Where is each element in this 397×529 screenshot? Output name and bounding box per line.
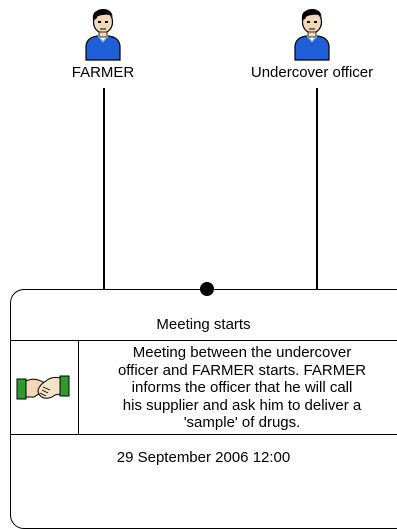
handshake-icon — [16, 375, 70, 400]
divider — [78, 340, 79, 434]
description-line: Meeting between the undercover — [132, 344, 352, 361]
divider — [10, 340, 397, 341]
event-description: Meeting between the undercover officer a… — [80, 344, 397, 432]
divider — [10, 434, 397, 435]
event-connector-dot — [200, 282, 214, 296]
event-title: Meeting starts — [156, 316, 251, 333]
lifeline-undercover-officer — [316, 88, 318, 290]
description-line: 'sample' of drugs. — [183, 414, 301, 431]
actor-undercover-officer[interactable]: Undercover officer — [228, 6, 396, 82]
description-line: his supplier and ask him to deliver a — [122, 396, 362, 414]
actor-name: Undercover officer — [250, 64, 374, 81]
description-line: informs the officer that he will call — [131, 379, 353, 396]
description-line: officer and FARMER starts. FARMER — [117, 361, 367, 379]
person-icon — [85, 9, 121, 61]
event-datetime: 29 September 2006 12:00 — [116, 449, 291, 466]
lifeline-farmer — [103, 88, 105, 290]
actor-farmer[interactable]: FARMER — [60, 6, 146, 82]
person-icon — [294, 9, 330, 61]
actor-name: FARMER — [71, 64, 135, 81]
